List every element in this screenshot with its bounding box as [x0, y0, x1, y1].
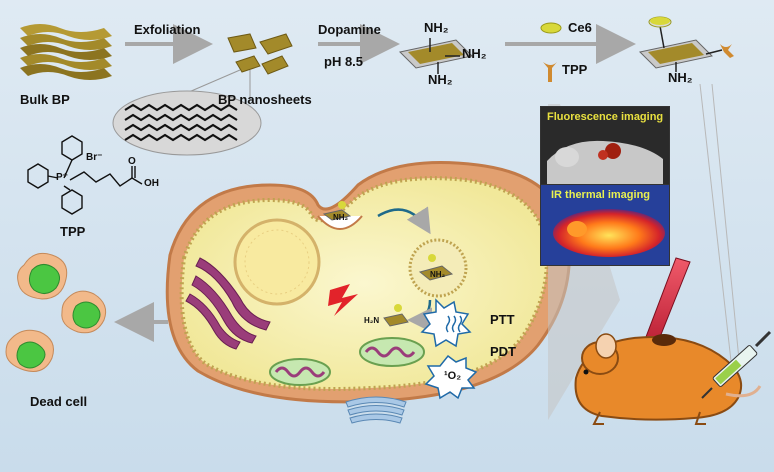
lightning-icon	[328, 284, 358, 316]
bp-lattice-structure	[124, 103, 238, 142]
fluorescence-imaging-label: Fluorescence imaging	[547, 111, 664, 123]
pda-bp-sheet-icon	[398, 38, 474, 74]
nucleus	[233, 218, 321, 306]
bp-pda-tpp-ce6-icon	[638, 16, 734, 72]
mitochondrion-1	[359, 337, 425, 367]
fluorescence-imaging-panel: Fluorescence imaging	[540, 106, 670, 186]
bromide-label: Br⁻	[86, 152, 103, 163]
phosphonium-label: P⁺	[56, 172, 68, 183]
tpp-structure-label: TPP	[60, 224, 86, 239]
singlet-oxygen-label: ¹O₂	[444, 370, 462, 382]
ptt-burst	[420, 298, 472, 348]
hydroxyl-label: OH	[144, 178, 159, 189]
bp-nanosheets-label: BP nanosheets	[218, 92, 312, 107]
endoplasmic-reticulum	[185, 257, 271, 350]
dopamine-label: Dopamine	[318, 22, 381, 37]
pdt-burst	[424, 354, 478, 400]
bulk-bp-label: Bulk BP	[20, 92, 70, 107]
syringe-icon	[701, 330, 772, 399]
dead-cell-label: Dead cell	[30, 394, 88, 409]
nh2-vesicle-label: NH₂	[333, 213, 349, 222]
bulk-bp-icon	[20, 24, 112, 80]
endocytosis-pit	[317, 215, 363, 230]
ir-thermal-imaging-label: IR thermal imaging	[551, 189, 651, 201]
nh2-label-product: NH₂	[668, 70, 693, 85]
mouse-icon	[574, 333, 762, 425]
exfoliation-label: Exfoliation	[134, 22, 201, 37]
dead-cells-icon	[5, 252, 107, 372]
carbonyl-oxygen-label: O	[128, 156, 136, 167]
ce6-label: Ce6	[568, 20, 592, 35]
h2n-label: H₂N	[364, 316, 380, 325]
mitochondrion-2	[269, 358, 331, 386]
tpp-reagent-label: TPP	[562, 62, 588, 77]
pdt-label: PDT	[490, 344, 516, 359]
tpp-chemical-structure	[27, 135, 143, 215]
nh2-label-bottom: NH₂	[428, 72, 453, 87]
tpp-icon	[543, 62, 557, 82]
golgi-apparatus	[345, 396, 407, 424]
nh2-endosome-label: NH₂	[430, 270, 446, 279]
ptt-label: PTT	[490, 312, 515, 327]
nh2-label-right: NH₂	[462, 46, 487, 61]
nh2-label-top: NH₂	[424, 20, 449, 35]
bp-nanosheets-icon	[227, 33, 293, 75]
ph-label: pH 8.5	[324, 54, 364, 69]
ce6-icon	[540, 22, 562, 34]
ir-thermal-imaging-panel: IR thermal imaging	[540, 184, 670, 266]
